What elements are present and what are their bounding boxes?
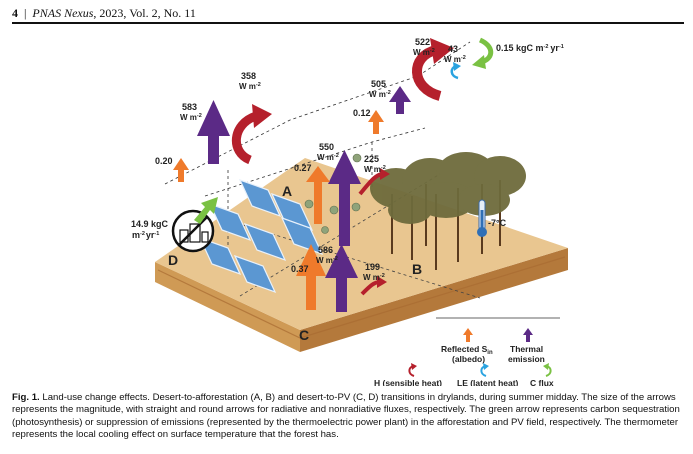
- site-label-d: D: [168, 252, 178, 268]
- c-albedo-value: 0.37: [291, 264, 309, 274]
- albedo-arrow-d: [173, 158, 189, 182]
- c-sensible-value: 199: [365, 262, 380, 272]
- b-thermal-value: 505: [371, 79, 386, 89]
- legend-thermal-label: Thermal: [510, 344, 543, 354]
- forest: [370, 152, 526, 270]
- albedo-arrow-b: [368, 110, 384, 134]
- carbon-arrow-b: [472, 37, 494, 69]
- c-thermal-value: 586: [318, 245, 333, 255]
- latent-arrow-b: [450, 62, 461, 80]
- thermal-arrow-c: [325, 244, 358, 312]
- b-thermal-unit: W m-2: [369, 90, 391, 99]
- albedo-arrow-c: [296, 244, 326, 310]
- b-latent-unit: W m-2: [444, 55, 466, 64]
- d-albedo-value: 0.20: [155, 156, 173, 166]
- carbon-arrow-d: [194, 197, 218, 224]
- a-albedo-value: 0.27: [294, 163, 312, 173]
- site-label-b: B: [412, 261, 422, 277]
- a-thermal-value: 550: [319, 142, 334, 152]
- solar-panel: [208, 202, 252, 242]
- legend: Reflected Sin (albedo) Thermal emission …: [374, 317, 560, 386]
- sensible-arrow-c: [360, 276, 387, 296]
- citation: , 2023, Vol. 2, No. 11: [93, 6, 196, 20]
- site-label-c: C: [299, 327, 309, 343]
- legend-sensible-icon: [408, 363, 417, 377]
- pv-field: [198, 178, 324, 294]
- figure-label: Fig. 1.: [12, 392, 40, 403]
- legend-albedo-icon: [463, 328, 473, 342]
- solar-panel: [198, 236, 242, 276]
- c-thermal-unit: W m-2: [316, 256, 338, 265]
- thermal-arrow-b: [389, 86, 411, 114]
- d-sensible-value: 358: [241, 71, 256, 81]
- page-number: 4: [12, 6, 18, 20]
- b-sensible-unit: W m-2: [413, 48, 435, 57]
- figure-caption: Fig. 1. Land-use change effects. Desert-…: [12, 392, 682, 441]
- legend-carbon-label: C flux: [530, 378, 554, 386]
- a-sensible-value: 225: [364, 154, 379, 164]
- running-header: 4 | PNAS Nexus, 2023, Vol. 2, No. 11: [12, 4, 684, 22]
- d-carbon-unit: m-2yr-1: [132, 230, 159, 240]
- a-sensible-unit: W m-2: [364, 165, 386, 174]
- d-thermal-value: 583: [182, 102, 197, 112]
- terrain-strata: [157, 256, 566, 339]
- d-sensible-unit: W m-2: [239, 82, 261, 91]
- header-rule: [12, 22, 684, 24]
- b-albedo-value: 0.12: [353, 108, 371, 118]
- site-label-a: A: [282, 183, 292, 199]
- thermometer-icon: [477, 199, 487, 237]
- a-thermal-unit: W m-2: [317, 153, 339, 162]
- shrubs: [304, 153, 362, 234]
- temperature-label: -7°C: [488, 218, 507, 228]
- sensible-arrow-b: [412, 38, 454, 101]
- header-separator: |: [24, 6, 27, 20]
- legend-latent-label: LE (latent heat): [457, 378, 519, 386]
- solar-panel: [270, 192, 314, 232]
- sensible-arrow-d: [231, 104, 272, 165]
- legend-thermal-icon: [523, 328, 533, 342]
- legend-albedo-label: Reflected Sin: [441, 344, 493, 356]
- legend-sensible-label: H (sensible heat): [374, 378, 442, 386]
- legend-albedo-sublabel: (albedo): [452, 354, 485, 364]
- sensible-arrow-a: [358, 168, 390, 196]
- d-carbon-value: 14.9 kgC: [131, 219, 169, 229]
- legend-carbon-icon: [543, 363, 552, 377]
- terrain-left-face: [155, 262, 300, 352]
- b-latent-value: 43: [448, 44, 458, 54]
- terrain-right-face: [300, 248, 568, 352]
- flux-labels: 358 W m-2 583 W m-2 0.20 550 W m-2 0.27 …: [131, 37, 564, 282]
- power-plant-icon: [171, 209, 215, 253]
- solar-panel: [243, 222, 287, 262]
- solar-panel: [238, 178, 282, 218]
- c-sensible-unit: W m-2: [363, 273, 385, 282]
- albedo-arrow-a: [306, 166, 330, 224]
- caption-text: Land-use change effects. Desert-to-affor…: [12, 392, 680, 440]
- solar-panel: [280, 216, 324, 256]
- legend-thermal-sublabel: emission: [508, 354, 545, 364]
- land-use-figure: -7°C: [131, 37, 568, 386]
- journal-name: PNAS Nexus: [32, 6, 94, 20]
- b-sensible-value: 522: [415, 37, 430, 47]
- legend-latent-icon: [480, 363, 489, 377]
- thermal-arrow-a: [328, 150, 361, 246]
- thermal-arrow-d: [197, 100, 230, 164]
- d-thermal-unit: W m-2: [180, 113, 202, 122]
- solar-panel: [233, 254, 277, 294]
